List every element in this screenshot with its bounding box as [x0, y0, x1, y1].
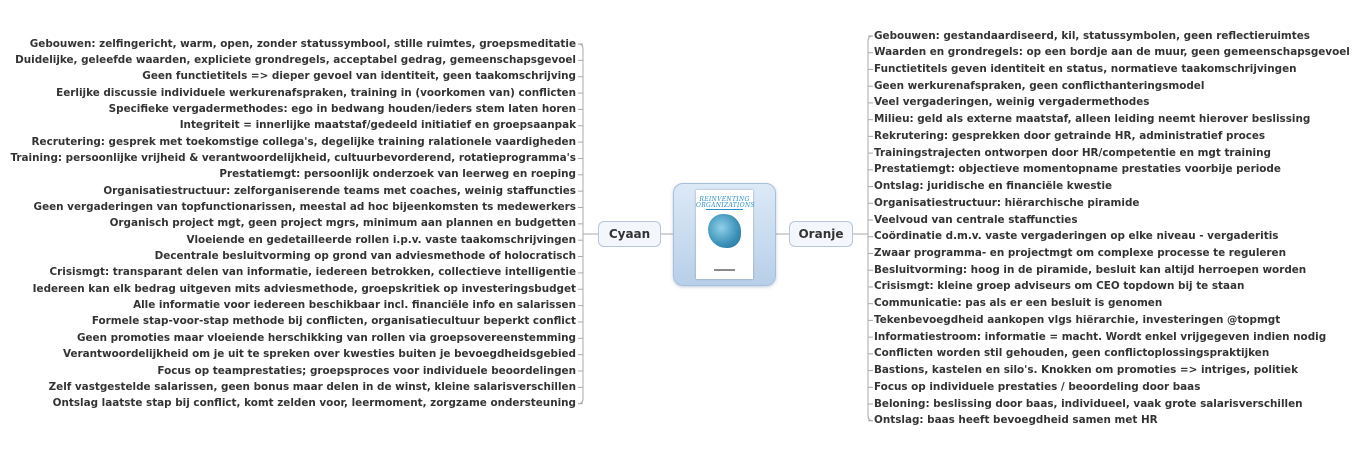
oranje-leaf-item[interactable]: Bastions, kastelen en silo's. Knokken om…	[874, 364, 1298, 377]
oranje-leaf-item[interactable]: Veelvoud van centrale staffuncties	[874, 213, 1078, 226]
cyaan-leaf-item[interactable]: Recrutering: gesprek met toekomstige col…	[31, 135, 576, 148]
cyaan-leaf-item[interactable]: Zelf vastgestelde salarissen, geen bonus…	[48, 380, 576, 393]
oranje-leaf-item[interactable]: Conflicten worden stil gehouden, geen co…	[874, 347, 1270, 360]
cyaan-leaf-item[interactable]: Organisch project mgt, geen project mgrs…	[109, 217, 576, 230]
cyaan-leaf-item[interactable]: Specifieke vergadermethodes: ego in bedw…	[108, 102, 576, 115]
book-title-line-1: REINVENTING	[699, 196, 750, 203]
oranje-leaf-item[interactable]: Veel vergaderingen, weinig vergadermetho…	[874, 96, 1150, 109]
cyaan-leaf-item[interactable]: Focus op teamprestaties; groepsproces vo…	[157, 364, 576, 377]
oranje-leaf-item[interactable]: Organisatiestructuur: hiërarchische pira…	[874, 196, 1140, 209]
oranje-leaf-item[interactable]: Zwaar programma- en projectmgt om comple…	[874, 246, 1286, 259]
cyaan-leaf-item[interactable]: Geen vergaderingen van topfunctionarisse…	[33, 201, 576, 213]
oranje-leaf-item[interactable]: Ontslag: juridische en financiële kwesti…	[874, 180, 1113, 193]
book-cover-art	[708, 214, 741, 248]
oranje-leaf-item[interactable]: Ontslag: baas heeft bevoegdheid samen me…	[874, 414, 1158, 427]
book-title-rule	[706, 209, 743, 210]
oranje-leaf-item[interactable]: Beloning: beslissing door baas, individu…	[874, 397, 1303, 410]
cyaan-leaf-item[interactable]: Organisatiestructuur: zelforganiserende …	[103, 184, 576, 197]
cyaan-leaf-item[interactable]: Geen functietitels => dieper gevoel van …	[142, 70, 576, 83]
oranje-leaf-item[interactable]: Communicatie: pas als er een besluit is …	[874, 297, 1163, 310]
oranje-leaf-item[interactable]: Trainingstrajecten ontworpen door HR/com…	[874, 146, 1271, 159]
book-title-line-2: ORGANIZATIONS	[696, 202, 755, 209]
oranje-leaf-item[interactable]: Crisismgt: kleine groep adviseurs om CEO…	[874, 280, 1245, 293]
branch-cyaan[interactable]: Cyaan	[598, 221, 661, 247]
cyaan-leaf-item[interactable]: Training: persoonlijke vrijheid & verant…	[10, 151, 576, 164]
oranje-leaf-item[interactable]: Milieu: geld als externe maatstaf, allee…	[874, 113, 1311, 126]
oranje-spine-line	[867, 35, 874, 422]
cyaan-leaf-item[interactable]: Eerlijke discussie individuele werkurena…	[56, 86, 576, 99]
cyaan-leaf-item[interactable]: Gebouwen: zelfingericht, warm, open, zon…	[29, 37, 576, 50]
book-author-mark	[714, 269, 735, 271]
oranje-leaf-item[interactable]: Informatiestroom: informatie = macht. Wo…	[874, 330, 1327, 343]
cyaan-leaf-item[interactable]: Formele stap-voor-stap methode bij confl…	[91, 315, 576, 328]
cyaan-leaf-item[interactable]: Duidelijke, geleefde waarden, expliciete…	[15, 53, 576, 66]
branch-oranje[interactable]: Oranje	[789, 221, 853, 247]
oranje-leaf-item[interactable]: Coördinatie d.m.v. vaste vergaderingen o…	[874, 230, 1279, 243]
cyaan-leaf-item[interactable]: Crisismgt: transparant delen van informa…	[49, 266, 576, 279]
cyaan-leaf-item[interactable]: Decentrale besluitvorming op grond van a…	[154, 250, 576, 263]
oranje-leaf-item[interactable]: Tekenbevoegdheid aankopen vlgs hiërarchi…	[874, 313, 1281, 326]
oranje-leaf-item[interactable]: Functietitels geven identiteit en status…	[874, 62, 1297, 75]
oranje-leaf-item[interactable]: Geen werkurenafspraken, geen conflicthan…	[874, 79, 1205, 92]
cyaan-leaf-item[interactable]: Verantwoordelijkheid om je uit te spreke…	[62, 348, 576, 361]
oranje-leaf-item[interactable]: Gebouwen: gestandaardiseerd, kil, status…	[874, 29, 1310, 42]
cyaan-leaf-item[interactable]: Ontslag laatste stap bij conflict, komt …	[52, 397, 576, 410]
central-topic-node[interactable]: REINVENTING ORGANIZATIONS	[673, 183, 776, 286]
cyaan-leaf-item[interactable]: Geen promoties maar vloeiende herschikki…	[76, 331, 576, 344]
cyaan-leaf-item[interactable]: Iedereen kan elk bedrag uitgeven mits ad…	[32, 282, 576, 295]
cyaan-leaf-item[interactable]: Prestatiemgt: persoonlijk onderzoek van …	[219, 168, 576, 181]
oranje-leaf-item[interactable]: Waarden en grondregels: op een bordje aa…	[874, 46, 1350, 59]
oranje-leaf-item[interactable]: Rekrutering: gesprekken door getrainde H…	[874, 129, 1266, 142]
oranje-leaf-item[interactable]: Besluitvorming: hoog in de piramide, bes…	[874, 263, 1307, 276]
cyaan-leaf-item[interactable]: Vloeiende en gedetailleerde rollen i.p.v…	[186, 233, 576, 246]
oranje-leaf-item[interactable]: Focus op individuele prestaties / beoord…	[874, 380, 1201, 393]
cyaan-leaf-item[interactable]: Integriteit = innerlijke maatstaf/gedeel…	[179, 119, 576, 132]
oranje-leaf-item[interactable]: Prestatiemgt: objectieve momentopname pr…	[874, 163, 1281, 176]
cyaan-leaf-item[interactable]: Alle informatie voor iedereen beschikbaa…	[133, 299, 576, 312]
book-cover-icon: REINVENTING ORGANIZATIONS	[696, 190, 755, 279]
